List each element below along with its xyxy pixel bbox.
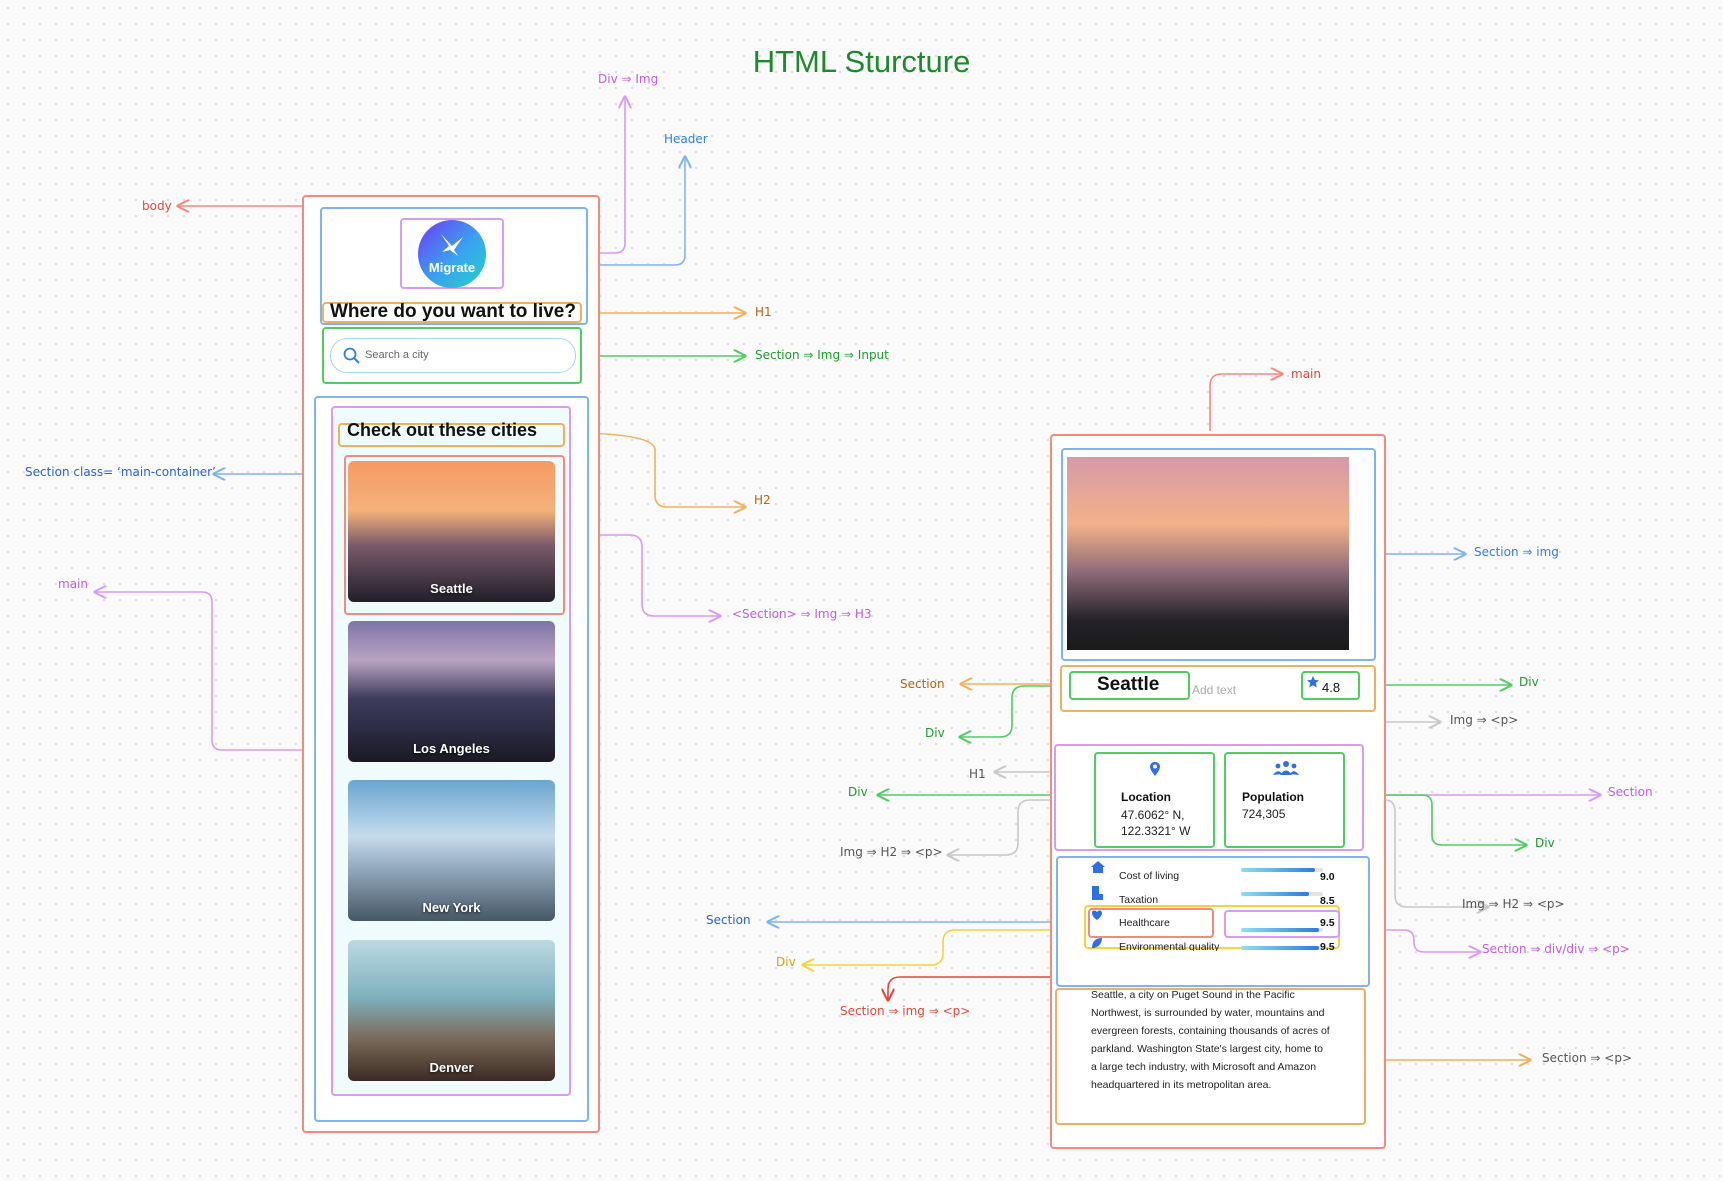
label-h1: H1 [755, 305, 772, 319]
add-text-placeholder: Add text [1192, 683, 1237, 697]
bird-icon [441, 234, 463, 256]
city-card-denver[interactable]: Denver [348, 940, 555, 1081]
population-value: 724,305 [1242, 807, 1286, 821]
label-div-img: Div ⇒ Img [598, 72, 659, 86]
migrate-logo: Migrate [418, 220, 486, 288]
city-name: Denver [429, 1060, 474, 1075]
page-heading: Where do you want to live? [330, 301, 576, 322]
label-div: Div [848, 785, 868, 799]
label-section: Section [1608, 785, 1653, 799]
label-h2: H2 [754, 493, 771, 507]
description-section-box [1055, 988, 1366, 1125]
city-name: Los Angeles [413, 741, 490, 756]
search-placeholder: Search a city [365, 349, 429, 361]
label-section: Section [706, 913, 751, 927]
cities-heading: Check out these cities [347, 420, 538, 440]
label-div: Div [1535, 836, 1555, 850]
city-name: Seattle [430, 581, 473, 596]
metric-value: 9.5 [1320, 941, 1335, 951]
metric-bar [1241, 892, 1309, 896]
city-card-los-angeles[interactable]: Los Angeles [348, 621, 555, 762]
city-card-seattle[interactable]: Seattle [348, 461, 555, 602]
metric-label: Cost of living [1119, 870, 1180, 882]
diagram-title: HTML Sturcture [752, 44, 971, 79]
label-main-container: Section class= ‘main-container’ [25, 465, 216, 479]
city-description: Seattle, a city on Puget Sound in the Pa… [1091, 989, 1330, 1091]
tax-icon [1092, 886, 1103, 900]
population-title: Population [1242, 790, 1304, 804]
image-section-box [1061, 448, 1376, 661]
label-section-img-p: Section ⇒ img ⇒ <p> [840, 1004, 971, 1018]
city-name: New York [422, 900, 481, 915]
population-div-box [1224, 752, 1345, 848]
metric-bar [1241, 928, 1319, 932]
leaf-icon [1092, 938, 1102, 948]
metric-bar [1241, 868, 1315, 872]
main-container-box [314, 396, 589, 1122]
label-img-h2-p: Img ⇒ H2 ⇒ <p> [840, 845, 943, 859]
heart-hand-icon [1092, 910, 1102, 920]
city-section-box [344, 455, 565, 615]
metric-value: 9.0 [1320, 871, 1335, 883]
healthcare-label-box [1088, 908, 1214, 938]
label-section-img-input: Section ⇒ Img ⇒ Input [755, 348, 889, 362]
seattle-image [1067, 457, 1349, 650]
metric-label: Healthcare [1119, 917, 1170, 929]
rating-value: 4.8 [1322, 680, 1341, 695]
label-h1-right: H1 [969, 767, 986, 781]
logo-div-box [400, 218, 504, 289]
search-section-box [322, 327, 582, 384]
h2-box [338, 423, 565, 447]
label-div: Div [1519, 675, 1539, 689]
label-section-div-div-p: Section ⇒ div/div ⇒ <p> [1482, 942, 1630, 956]
title-section-box [1060, 665, 1376, 712]
logo-text: Migrate [428, 260, 476, 275]
location-div-box [1094, 752, 1215, 848]
label-section-img-h3: <Section> ⇒ Img ⇒ H3 [732, 607, 872, 621]
label-main-right: main [1291, 367, 1321, 381]
rating-div-box [1301, 671, 1360, 700]
header-box [320, 207, 588, 325]
healthcare-value-box [1224, 910, 1340, 938]
city-card-new-york[interactable]: New York [348, 780, 555, 921]
search-input[interactable]: Search a city [330, 338, 576, 373]
metrics-section-box [1056, 856, 1370, 987]
location-value: 47.6062° N, 122.3321° W [1121, 808, 1191, 838]
star-icon [1307, 676, 1319, 688]
stats-section-box [1054, 744, 1364, 851]
house-icon [1091, 861, 1105, 873]
city-title: Seattle [1097, 674, 1160, 695]
metric-bar [1241, 946, 1319, 950]
label-div: Div [925, 726, 945, 740]
label-section-p: Section ⇒ <p> [1542, 1051, 1632, 1065]
label-main-left: main [58, 577, 88, 591]
metric-value: 8.5 [1320, 895, 1335, 907]
metric-label: Taxation [1119, 894, 1159, 906]
search-icon [343, 347, 360, 364]
title-div-box [1069, 671, 1190, 700]
location-title: Location [1121, 790, 1171, 804]
label-div-yellow: Div [776, 955, 796, 969]
people-icon [1273, 761, 1299, 775]
metric-label: Environmental quality [1119, 941, 1220, 951]
label-header: Header [664, 132, 708, 146]
label-img-h2-p: Img ⇒ H2 ⇒ <p> [1462, 897, 1565, 911]
h1-box [322, 302, 582, 323]
label-body: body [142, 199, 172, 213]
label-section-img: Section ⇒ img [1474, 545, 1559, 559]
label-img-p: Img ⇒ <p> [1450, 713, 1519, 727]
location-pin-icon [1150, 762, 1160, 776]
label-section: Section [900, 677, 945, 691]
metric-value: 9.5 [1320, 917, 1335, 929]
